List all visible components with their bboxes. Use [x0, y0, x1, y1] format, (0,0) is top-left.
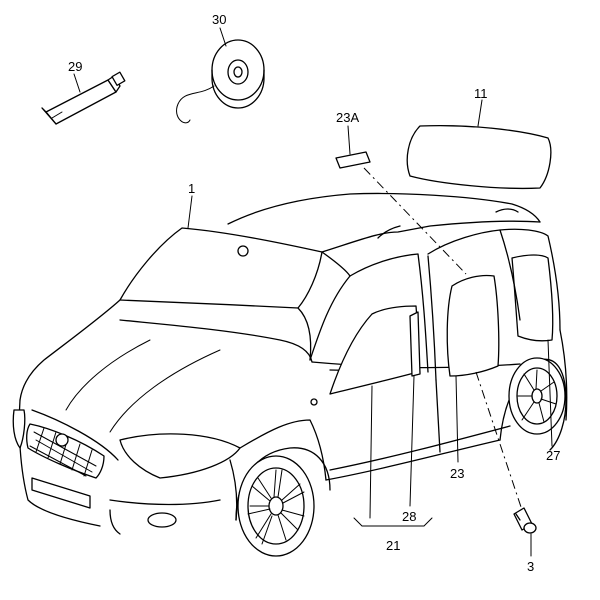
part-21-door-glass [329, 305, 419, 395]
rear-wheel [508, 357, 566, 435]
part-11-rear-window [406, 124, 552, 190]
part-23a-label [335, 151, 371, 169]
callout-3: 3 [527, 559, 534, 574]
front-wheel [237, 455, 315, 557]
part-1-windscreen [119, 227, 323, 309]
part-29-adhesive-tube [41, 71, 126, 125]
callout-11: 11 [474, 86, 488, 101]
callout-1: 1 [188, 181, 195, 196]
callout-23: 23 [450, 466, 464, 481]
leader-lines [73, 27, 553, 557]
part-23-sliding-glass [446, 274, 500, 377]
callout-29: 29 [68, 59, 82, 74]
dashed-leaders [363, 167, 523, 511]
callout-28: 28 [402, 509, 416, 524]
callout-21: 21 [386, 538, 400, 553]
callout-30: 30 [212, 12, 226, 27]
car-body [12, 192, 568, 535]
part-30-tape-roll [176, 39, 265, 124]
callout-labels: 29 30 23A 11 1 23 27 28 21 3 [68, 12, 560, 574]
part-28-strip [409, 311, 421, 377]
part-3-fastener [513, 507, 537, 534]
callout-23a: 23A [336, 110, 359, 125]
callout-27: 27 [546, 448, 560, 463]
